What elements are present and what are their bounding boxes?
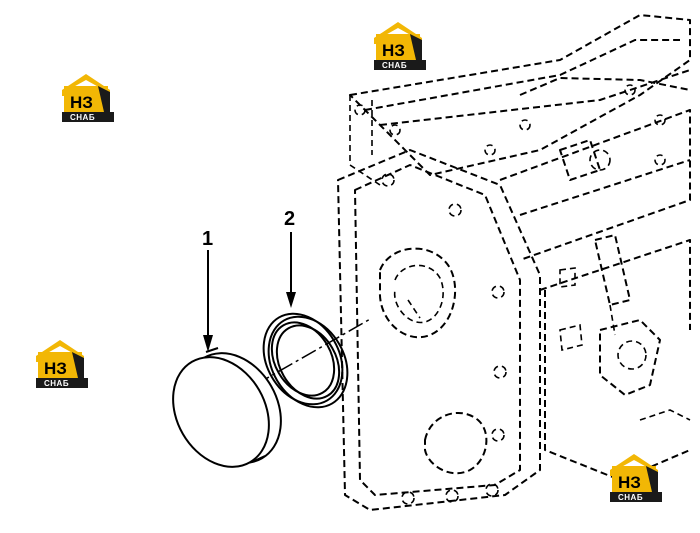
watermark-logo: НЗ СНАБ: [62, 74, 114, 122]
housing-bolts: [354, 84, 666, 505]
watermark-logo: НЗ СНАБ: [374, 22, 426, 70]
logo-top-text: НЗ: [618, 473, 641, 492]
seal-ring: [262, 312, 349, 409]
logo-top-text: НЗ: [70, 93, 93, 112]
watermark-logo: НЗ СНАБ: [36, 340, 88, 388]
logo-bottom-text: СНАБ: [618, 493, 643, 502]
logo-bottom-text: СНАБ: [70, 113, 95, 122]
callout-1-label: 1: [202, 228, 213, 250]
logo-band: [62, 112, 114, 122]
engine-housing: [337, 14, 691, 511]
logo-bottom-text: СНАБ: [44, 379, 69, 388]
callout-2: 2: [284, 208, 296, 308]
logo-bottom-text: СНАБ: [382, 61, 407, 70]
cover-plate: [172, 347, 282, 468]
watermark-logo: НЗ СНАБ: [610, 454, 662, 502]
logo-top-text: НЗ: [44, 359, 67, 378]
callout-2-label: 2: [284, 208, 295, 230]
logo-top-text: НЗ: [382, 41, 405, 60]
callout-1: 1: [202, 228, 213, 352]
